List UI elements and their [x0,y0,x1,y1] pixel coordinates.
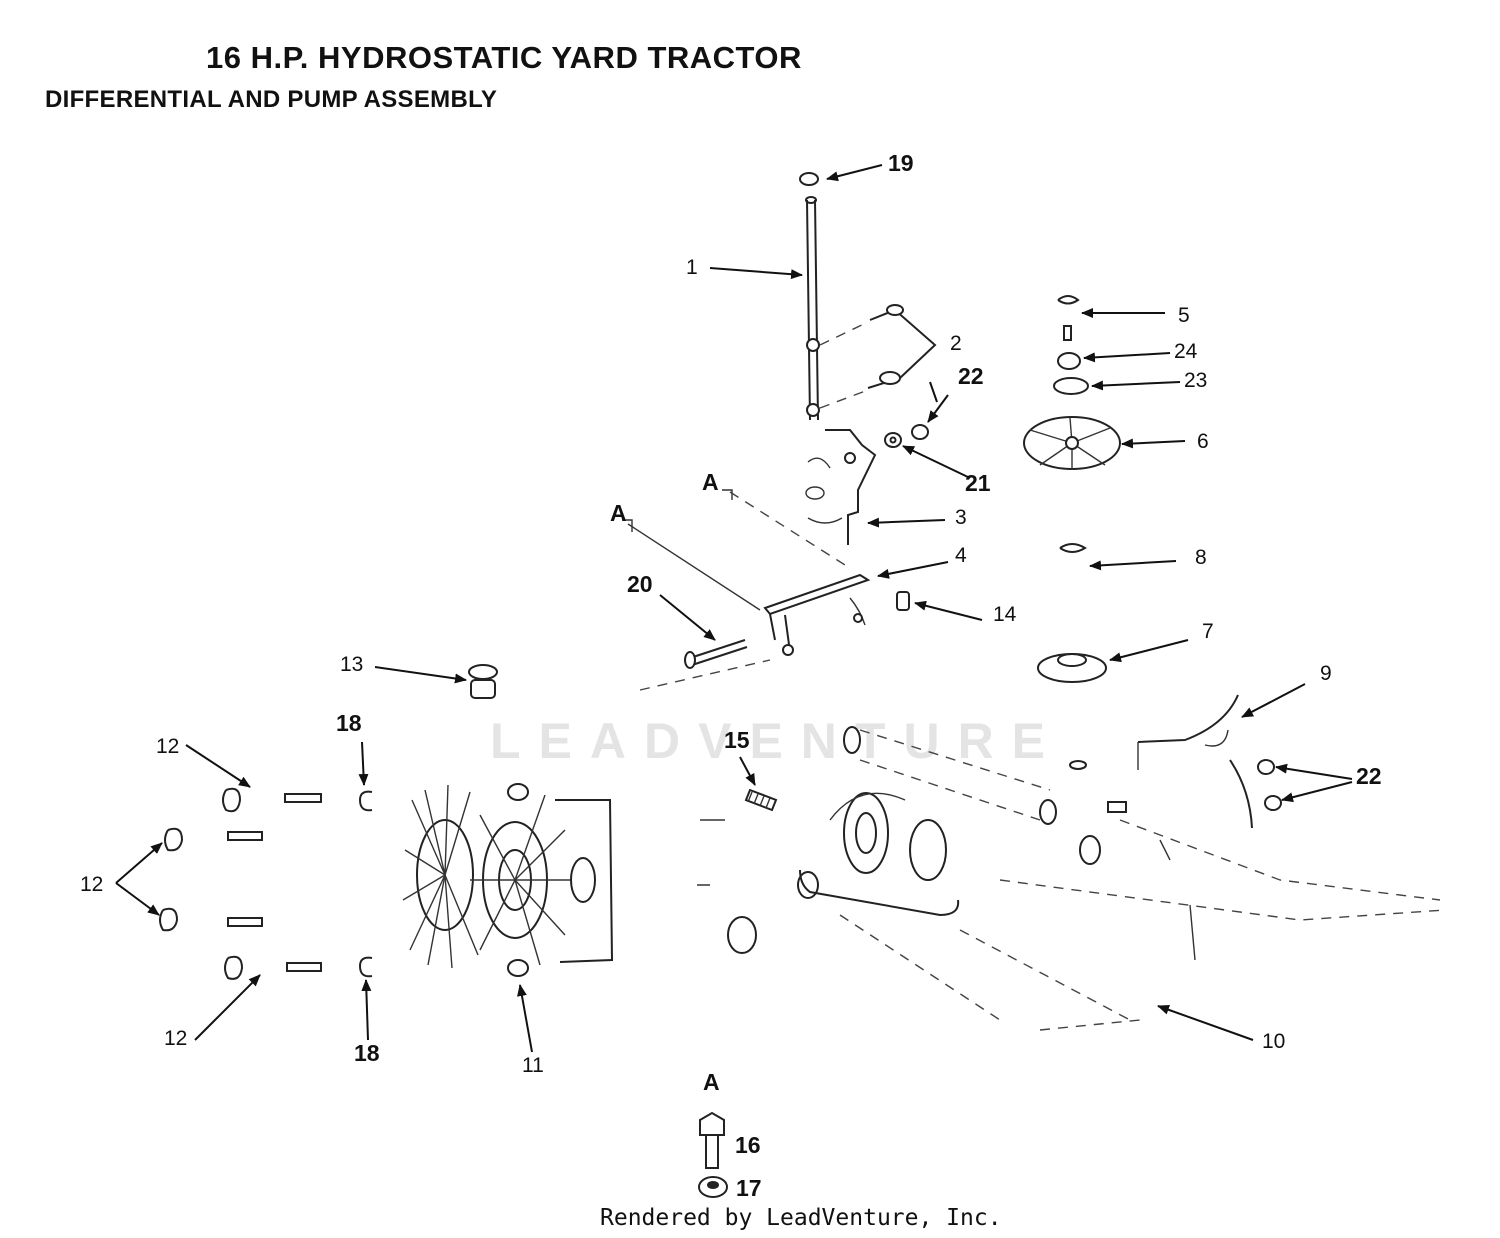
part-6-fan[interactable] [1023,416,1121,470]
part-3-bracket[interactable] [805,429,877,545]
callout-20: 20 [627,571,653,597]
part-22-nut-right-bottom[interactable] [1264,795,1282,811]
part-12-cap-left-top[interactable] [164,827,184,852]
section-a-lines [622,489,846,691]
callout-10: 10 [1262,1030,1285,1053]
callout-24: 24 [1174,340,1198,363]
callout-3: 3 [955,506,967,529]
part-22-nut-top[interactable] [911,424,929,440]
part-13-plug[interactable] [468,664,498,699]
footer-credit: Rendered by LeadVenture, Inc. [600,1205,1002,1231]
section-a-label-1: A [702,469,719,495]
callout-6: 6 [1197,430,1209,453]
diagram-subtitle: DIFFERENTIAL AND PUMP ASSEMBLY [45,86,498,113]
part-5-clip[interactable] [1057,295,1080,341]
part-20-bolt[interactable] [684,639,748,669]
callout-4: 4 [955,544,967,567]
callout-18-top: 18 [336,710,362,736]
part-22-nut-right-top[interactable] [1257,759,1275,775]
callout-8: 8 [1195,546,1207,569]
callout-14: 14 [993,603,1017,626]
callout-9: 9 [1320,662,1332,685]
section-a-label-2: A [610,500,627,526]
part-10-housing[interactable] [697,726,1446,1031]
callout-13: 13 [340,653,363,676]
part-7-pulley[interactable] [1037,653,1107,683]
part-16-bolt[interactable] [699,1111,725,1169]
part-24-bushing[interactable] [1057,352,1081,370]
part-15-spring[interactable] [744,788,778,812]
diagram-title: 16 H.P. HYDROSTATIC YARD TRACTOR [206,40,802,75]
callout-12-left: 12 [80,873,103,896]
section-a-label-3: A [703,1069,720,1095]
callout-16: 16 [735,1132,761,1158]
callout-18-bottom: 18 [354,1040,380,1066]
callout-17: 17 [736,1175,762,1201]
part-21-washer[interactable] [884,432,902,448]
callout-12-top: 12 [156,735,179,758]
part-14-spring[interactable] [896,591,910,611]
callout-23: 23 [1184,369,1207,392]
part-9-shield[interactable] [1137,694,1253,829]
part-17-nut[interactable] [698,1176,728,1198]
part-11-differential[interactable] [402,783,614,977]
callout-1: 1 [686,256,698,279]
part-19-cap[interactable] [799,172,819,186]
part-4-arm[interactable] [763,573,871,656]
part-12-cap-left-bottom[interactable] [159,907,179,932]
callout-7: 7 [1202,620,1214,643]
part-8-retainer[interactable] [1059,543,1087,553]
bolts-left[interactable] [227,793,322,972]
callout-22-top: 22 [958,363,984,389]
callout-labels: 19 1 2 22 21 3 4 14 20 A A 5 24 23 6 8 7… [80,150,1382,1201]
part-18-clip-lower[interactable] [358,956,373,978]
callout-21: 21 [965,470,991,496]
callout-15: 15 [724,727,750,753]
callout-11: 11 [522,1054,544,1077]
part-12-cap-lower[interactable] [224,955,244,980]
callout-19: 19 [888,150,914,176]
leader-arrows [115,164,1353,1053]
part-23-washer[interactable] [1053,377,1089,395]
part-1-control-rod[interactable] [805,196,820,421]
callout-5: 5 [1178,304,1190,327]
part-2-linkage[interactable] [819,304,937,409]
callout-22-right: 22 [1356,763,1382,789]
part-18-clip-upper[interactable] [358,790,373,812]
part-12-cap-upper[interactable] [222,787,242,813]
callout-2: 2 [950,332,962,355]
callout-12-bottom: 12 [164,1027,187,1050]
